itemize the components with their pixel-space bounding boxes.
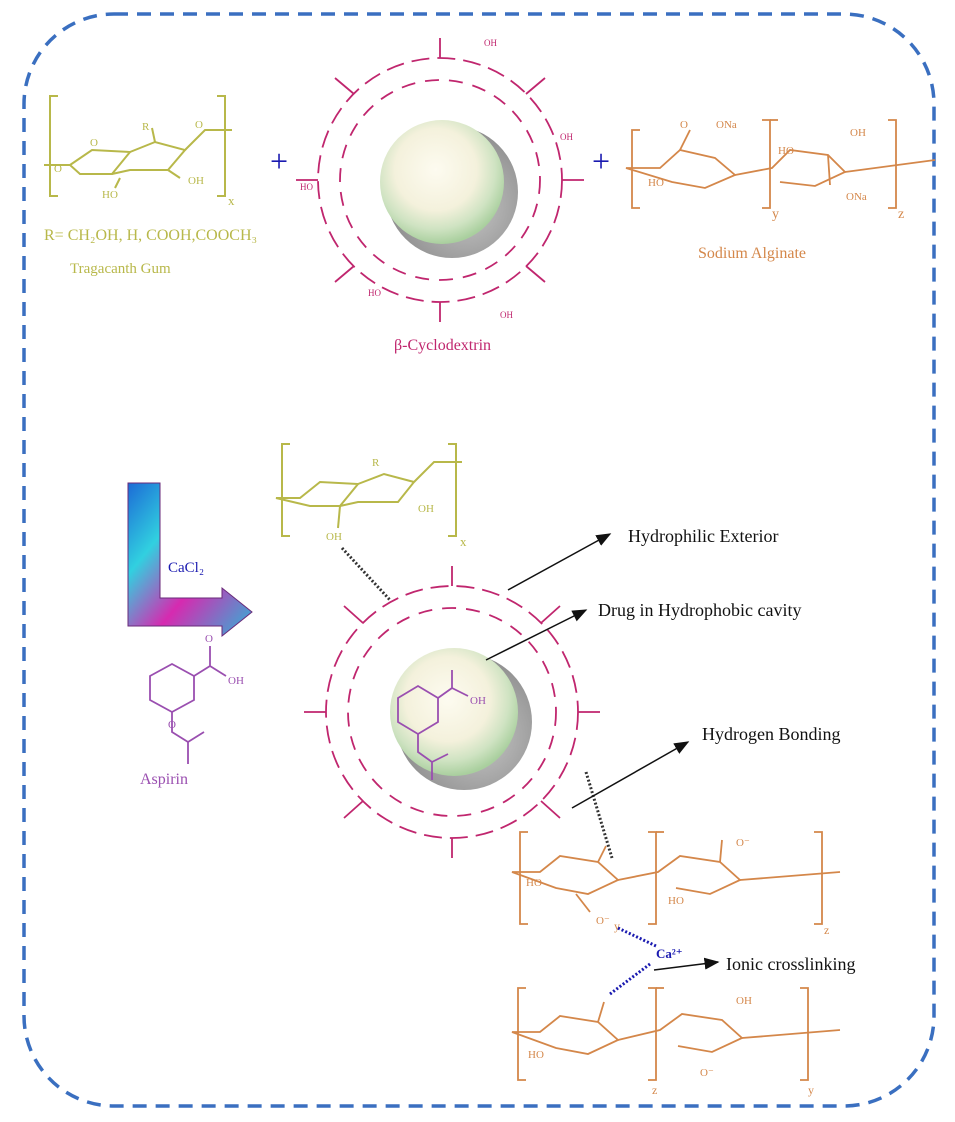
plus-sign-2: + (592, 143, 610, 179)
alginate-ona-1: ONa (716, 119, 737, 131)
tragacanth-r: R (142, 121, 150, 133)
alginate-ho-1: HO (648, 177, 664, 189)
cavity-sphere (380, 120, 504, 244)
product-alginate-lower (511, 987, 841, 1081)
product-alg-repeat-z-2: z (652, 1083, 657, 1097)
arrow-cavity (485, 609, 588, 661)
arrow-ionic (653, 957, 720, 971)
aspirin-structure (149, 646, 227, 764)
arrow-hbond (571, 741, 690, 809)
label-hydrogen-bonding: Hydrogen Bonding (702, 724, 841, 744)
product-tg-r: R (372, 457, 380, 469)
product-alg-o-minus-2: O⁻ (736, 837, 750, 849)
cd-oh-bottom: OH (500, 310, 513, 320)
product-cavity-sphere (390, 648, 518, 776)
arrow-exterior (507, 533, 612, 591)
product-alg-o-minus-1: O⁻ (596, 915, 610, 927)
alginate-oh-1: OH (850, 127, 866, 139)
tragacanth-oh: OH (188, 175, 204, 187)
tragacanth-name: Tragacanth Gum (70, 261, 171, 277)
encapsulated-aspirin (397, 670, 469, 780)
label-ionic-crosslinking: Ionic crosslinking (726, 954, 855, 974)
aspirin-o-1: O (205, 633, 213, 645)
product-tg-oh-2: OH (326, 531, 342, 543)
aspirin-name: Aspirin (140, 771, 188, 788)
label-drug-cavity: Drug in Hydrophobic cavity (598, 600, 801, 620)
ionic-bond-upper (617, 926, 657, 948)
product-alg-repeat-y-2: y (808, 1083, 814, 1097)
product-alg-o-minus-3: O⁻ (700, 1067, 714, 1079)
product-alg-oh-2: OH (736, 995, 752, 1007)
reaction-arrow (127, 482, 253, 638)
aspirin-o-2: O (168, 719, 176, 731)
product-alg-ho-3: HO (528, 1049, 544, 1061)
tragacanth-ho: HO (102, 189, 118, 201)
product-alg-repeat-y: y (614, 919, 620, 933)
tragacanth-o-1: O (90, 137, 98, 149)
hbond-bottom (584, 771, 614, 859)
alginate-repeat-y: y (772, 207, 779, 222)
encapsulated-oh: OH (470, 695, 486, 707)
tragacanth-o-3: O (54, 163, 62, 175)
product-tragacanth (275, 443, 462, 537)
alginate-repeat-z: z (898, 207, 904, 222)
ionic-bond-lower (609, 962, 651, 996)
alginate-name: Sodium Alginate (698, 245, 806, 262)
cd-ho-left: HO (300, 182, 313, 192)
tragacanth-substituent: R= CH₂OH, H, COOH,COOCH₃ (44, 227, 257, 244)
alginate-structure (625, 119, 936, 209)
dashed-border (22, 12, 936, 1108)
tragacanth-o-2: O (195, 119, 203, 131)
product-tg-oh-1: OH (418, 503, 434, 515)
alginate-o-1: O (680, 119, 688, 131)
product-alg-repeat-z: z (824, 923, 829, 937)
tragacanth-repeat: x (228, 193, 235, 208)
alginate-ho-2: HO (778, 145, 794, 157)
aspirin-oh: OH (228, 675, 244, 687)
plus-sign-1: + (270, 143, 288, 179)
hbond-top (340, 546, 392, 602)
cyclodextrin-ring (296, 38, 584, 322)
cd-oh-top: OH (484, 38, 497, 48)
cd-ho-bottom: HO (368, 288, 381, 298)
calcium-ion: Ca²⁺ (656, 946, 683, 961)
product-alginate-upper (511, 831, 841, 925)
alginate-ona-2: ONa (846, 191, 867, 203)
label-hydrophilic-exterior: Hydrophilic Exterior (628, 526, 778, 546)
cd-oh-right: OH (560, 132, 573, 142)
product-tg-repeat: x (460, 534, 467, 549)
product-alg-ho-2: HO (668, 895, 684, 907)
cacl2-label: CaCl₂ (168, 560, 204, 576)
cyclodextrin-name: β-Cyclodextrin (394, 337, 491, 354)
product-cyclodextrin (304, 566, 600, 858)
tragacanth-structure (44, 95, 232, 197)
product-alg-ho-1: HO (526, 877, 542, 889)
